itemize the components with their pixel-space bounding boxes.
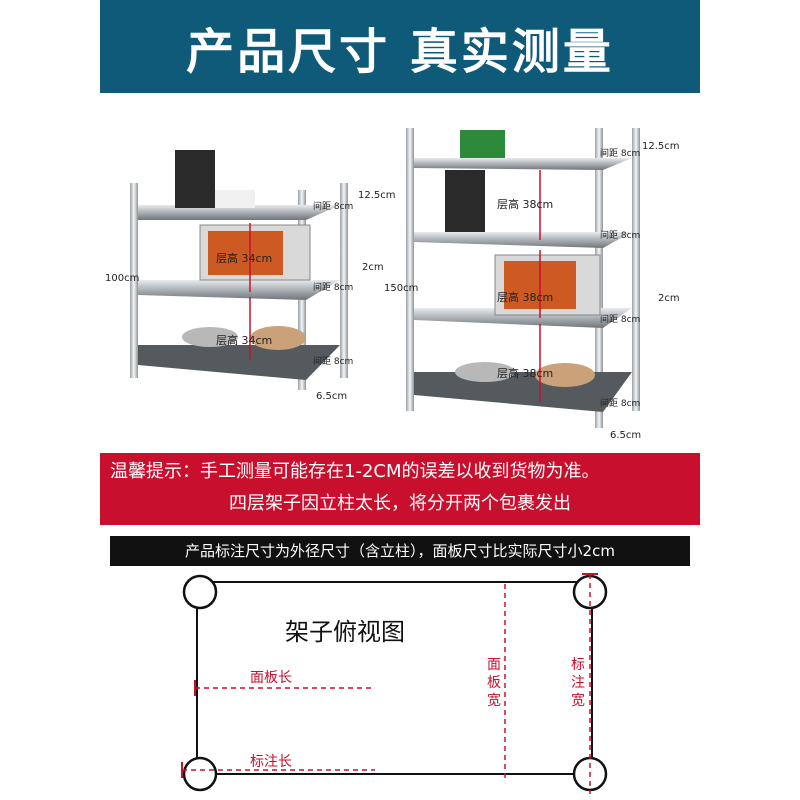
header-title: 产品尺寸 真实测量 [186, 23, 614, 80]
rack-illustration [130, 128, 640, 428]
left-rack-bottom-gap: 6.5cm [316, 391, 348, 402]
left-layer-height-2: 层高 34cm [216, 334, 273, 347]
right-layer-height-2: 层高 38cm [497, 291, 554, 304]
right-spacing-3: 间距 8cm [600, 315, 641, 325]
left-spacing-2: 间距 8cm [313, 283, 354, 293]
marked-length-label: 标注长 [250, 754, 292, 770]
panel-length-label: 面板长 [250, 670, 292, 686]
left-rack-height: 100cm [105, 273, 140, 284]
header-banner: 产品尺寸 真实测量 [100, 0, 700, 93]
marked-width-label: 标注宽 [571, 657, 585, 709]
left-layer-height-1: 层高 34cm [216, 252, 273, 265]
left-rack-top-gap: 12.5cm [358, 190, 396, 201]
right-spacing-1: 间距 8cm [600, 149, 641, 159]
left-rack [130, 150, 348, 390]
right-layer-height-3: 层高 38cm [497, 367, 554, 380]
left-spacing-1: 间距 8cm [313, 202, 354, 212]
panel-width-label: 面板宽 [487, 657, 501, 709]
tip-line-2: 四层架子因立柱太长，将分开两个包裹发出 [229, 493, 571, 514]
right-rack-height: 150cm [384, 283, 419, 294]
tip-line-1: 温馨提示：手工测量可能存在1-2CM的误差以收到货物为准。 [110, 461, 600, 482]
right-rack-bottom-gap: 6.5cm [610, 430, 642, 441]
dimension-note: 产品标注尺寸为外径尺寸（含立柱），面板尺寸比实际尺寸小2cm [110, 536, 690, 566]
right-rack [406, 128, 640, 428]
left-rack-board-gap: 2cm [362, 262, 384, 273]
right-rack-top-gap: 12.5cm [642, 141, 680, 152]
right-rack-board-gap: 2cm [658, 293, 680, 304]
warm-tip-banner: 温馨提示：手工测量可能存在1-2CM的误差以收到货物为准。 四层架子因立柱太长，… [100, 453, 700, 525]
left-spacing-3: 间距 8cm [313, 357, 354, 367]
top-view-title: 架子俯视图 [285, 618, 405, 646]
right-spacing-2: 间距 8cm [600, 231, 641, 241]
right-spacing-4: 间距 8cm [600, 399, 641, 409]
right-layer-height-1: 层高 38cm [497, 198, 554, 211]
top-view-diagram [181, 573, 608, 794]
